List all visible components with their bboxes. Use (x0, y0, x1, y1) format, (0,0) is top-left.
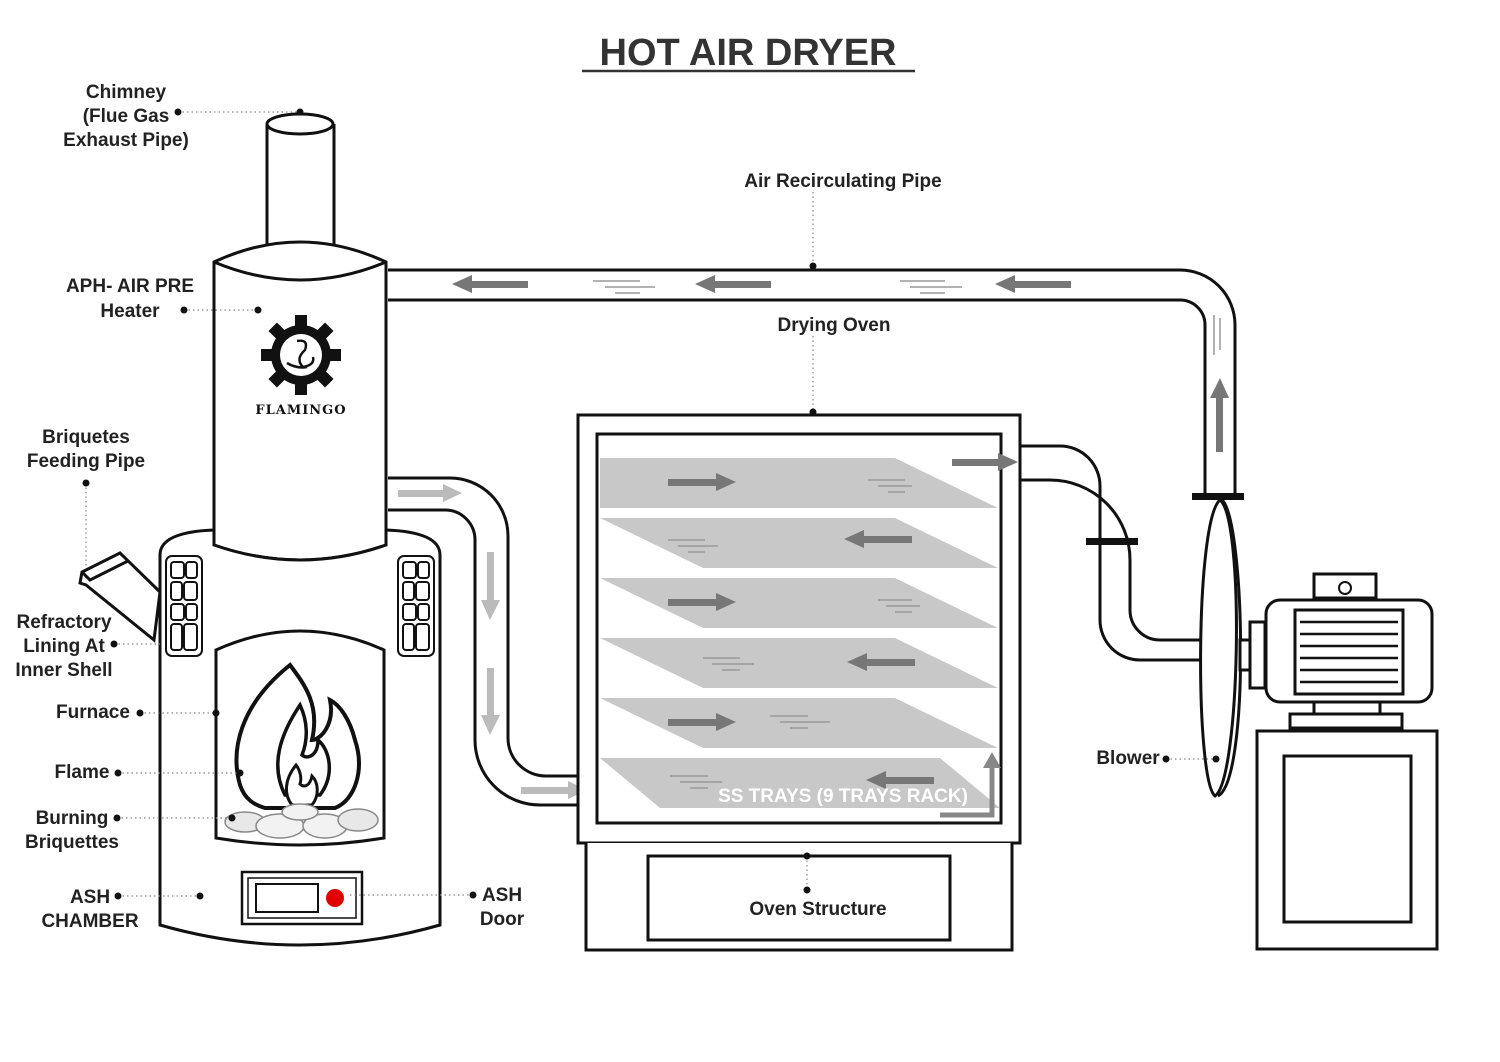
label-feeding-1: Briquetes (42, 427, 130, 448)
gear-logo-icon: FLAMINGO (255, 315, 346, 418)
drying-oven: SS TRAYS (9 TRAYS RACK) (576, 413, 1022, 845)
flow-arrow (1210, 378, 1229, 452)
tray (600, 698, 998, 748)
motor-icon (1264, 572, 1434, 730)
label-chimney-3: Exhaust Pipe) (63, 130, 189, 151)
blower (1199, 498, 1267, 798)
label-feeding-2: Feeding Pipe (27, 451, 145, 472)
label-chimney-1: Chimney (86, 82, 167, 103)
label-oven-structure: Oven Structure (749, 899, 886, 920)
leader-lines (82, 108, 1220, 900)
label-flame: Flame (55, 762, 110, 783)
air-pre-heater (212, 240, 388, 562)
label-ash-chamber-2: CHAMBER (41, 911, 138, 932)
label-furnace: Furnace (56, 702, 130, 723)
brand-name: FLAMINGO (255, 403, 346, 418)
refractory-lining (165, 555, 435, 657)
tray (600, 458, 998, 508)
label-refractory-2: Lining At (23, 636, 105, 657)
label-aph-2: Heater (100, 301, 160, 322)
tray (600, 638, 998, 688)
label-aph-1: APH- AIR PRE (66, 276, 194, 297)
label-refractory-3: Inner Shell (15, 660, 112, 681)
tray (600, 578, 998, 628)
ash-door-button (326, 889, 344, 907)
hot-air-supply-pipe (388, 476, 587, 807)
tray (600, 758, 1000, 808)
wind-icon (668, 479, 920, 789)
label-ash-chamber-1: ASH (70, 887, 110, 908)
label-burning-1: Burning (36, 808, 109, 829)
ss-trays-label: SS TRAYS (9 TRAYS RACK) (718, 786, 968, 807)
air-recirculating-pipe (388, 268, 1244, 500)
oven-structure (584, 843, 1014, 952)
flow-arrow (995, 275, 1071, 293)
label-drying-oven: Drying Oven (778, 315, 891, 336)
flow-arrow (452, 275, 528, 293)
labels: Chimney (Flue Gas Exhaust Pipe) APH- AIR… (15, 82, 1160, 932)
briquetes-feeding-pipe (78, 551, 162, 643)
wind-icon (593, 280, 1221, 355)
label-refractory-1: Refractory (16, 612, 111, 633)
oven-exhaust-pipe (1020, 444, 1232, 682)
ash-door (240, 870, 364, 926)
blower-stand (1255, 729, 1439, 951)
label-air-recirculating: Air Recirculating Pipe (744, 171, 941, 192)
tray (600, 518, 998, 568)
label-blower: Blower (1096, 748, 1160, 769)
label-burning-2: Briquettes (25, 832, 119, 853)
label-chimney-2: (Flue Gas (83, 106, 170, 127)
chimney (265, 112, 336, 254)
diagram-title: HOT AIR DRYER (600, 32, 897, 74)
label-ash-door-1: ASH (482, 885, 522, 906)
label-ash-door-2: Door (480, 909, 525, 930)
flow-arrow (695, 275, 771, 293)
flame-icon (234, 662, 361, 810)
blower-flange (1192, 493, 1244, 500)
